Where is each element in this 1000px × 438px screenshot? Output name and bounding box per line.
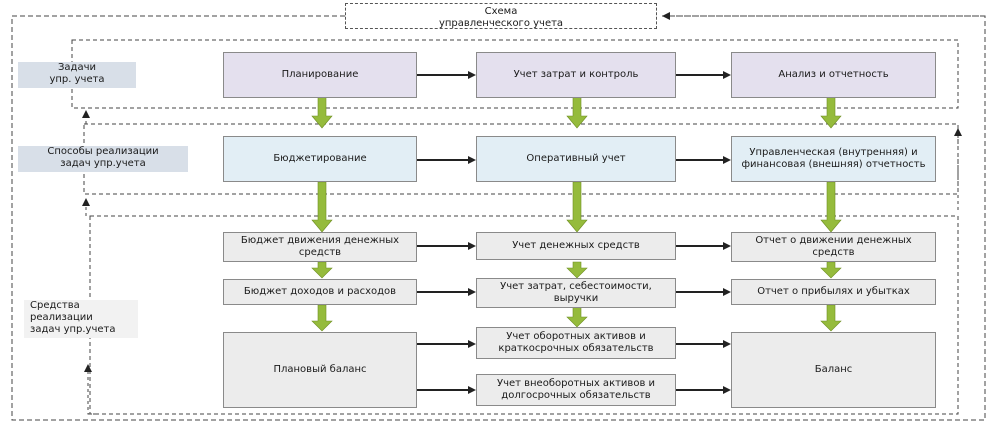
arrow-analysis-reporting <box>820 95 842 129</box>
box-current-assets-accounting: Учет оборотных активов и краткосрочных о… <box>476 327 676 359</box>
arrow-costs-operational <box>566 95 588 129</box>
group-frame-methods <box>83 123 959 195</box>
box-budgeting: Бюджетирование <box>223 136 417 182</box>
box-planning: Планирование <box>223 52 417 98</box>
arrow-cash-costs <box>566 261 588 279</box>
arrow-reporting-cashreport <box>820 181 842 233</box>
box-cash-accounting: Учет денежных средств <box>476 232 676 260</box>
left-feedback-arrow-bottom <box>84 364 96 415</box>
box-operational-accounting: Оперативный учет <box>476 136 676 182</box>
box-cash-flow-budget: Бюджет движения денежных средств <box>223 232 417 262</box>
arrow-planning-budgeting <box>311 95 333 129</box>
box-cash-flow-report: Отчет о движении денежных средств <box>731 232 936 262</box>
diagram-title: Схема управленческого учета <box>345 3 657 29</box>
group-frame-tasks <box>71 39 959 109</box>
arrow-operational-cash <box>566 181 588 233</box>
box-balance: Баланс <box>731 332 936 408</box>
arrow-cashflow-income <box>311 261 333 279</box>
arrow-budgeting-cashflow <box>311 181 333 233</box>
arrow-pl-balance <box>820 304 842 332</box>
arrow-income-planbalance <box>311 304 333 332</box>
box-cost-control: Учет затрат и контроль <box>476 52 676 98</box>
arrow-cashreport-pl <box>820 261 842 279</box>
horizontal-arrows <box>417 71 731 394</box>
box-profit-loss-report: Отчет о прибылях и убытках <box>731 279 936 305</box>
box-noncurrent-assets-accounting: Учет внеоборотных активов и долгосрочных… <box>476 374 676 406</box>
outer-loop-left <box>11 15 986 421</box>
side-label-tasks: Задачи упр. учета <box>18 62 136 88</box>
box-plan-balance: Плановый баланс <box>223 332 417 408</box>
arrow-costs-currentassets <box>566 304 588 328</box>
box-management-financial-reporting: Управленческая (внутренняя) и финансовая… <box>731 136 936 182</box>
box-income-expense-budget: Бюджет доходов и расходов <box>223 279 417 305</box>
box-cost-accounting: Учет затрат, себестоимости, выручки <box>476 278 676 308</box>
side-label-means: Средства реализации задач упр.учета <box>24 300 138 338</box>
side-label-methods: Способы реализации задач упр.учета <box>18 146 188 172</box>
box-analysis-reporting: Анализ и отчетность <box>731 52 936 98</box>
vertical-arrows <box>311 95 842 332</box>
